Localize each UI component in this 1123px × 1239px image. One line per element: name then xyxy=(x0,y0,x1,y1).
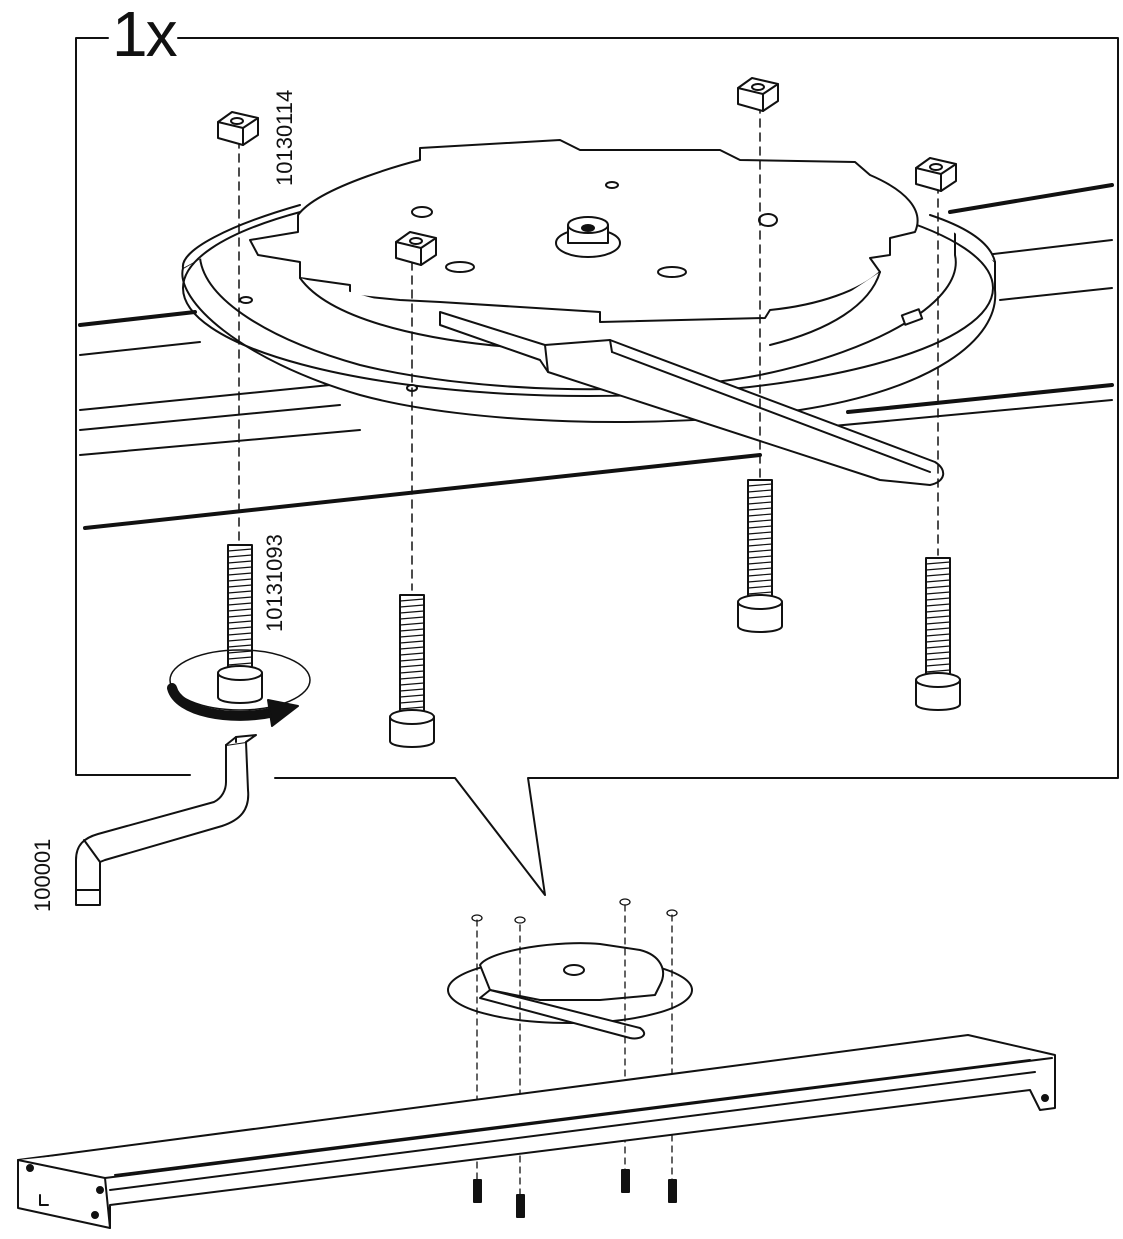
part-number-allen-key: 100001 xyxy=(30,838,55,912)
overview-screws xyxy=(473,1169,677,1218)
lever-bar xyxy=(439,311,945,486)
screw xyxy=(915,557,961,711)
quantity-label: 1x xyxy=(112,0,178,70)
part-number-screw: 10131093 xyxy=(262,534,287,632)
square-nut xyxy=(915,157,957,192)
screw xyxy=(389,594,435,748)
square-nut xyxy=(395,231,437,266)
callout-frame xyxy=(75,37,1119,896)
square-nut xyxy=(217,111,259,146)
overview-rail xyxy=(17,1034,1056,1229)
rail-background xyxy=(78,183,1114,530)
guide-lines xyxy=(238,104,939,591)
screw xyxy=(737,479,783,633)
part-number-nut: 10130114 xyxy=(272,89,297,186)
overview-swivel-plate xyxy=(447,942,693,1040)
screw xyxy=(217,544,263,704)
clockwise-arrow-icon xyxy=(167,649,311,727)
square-nut xyxy=(737,77,779,112)
allen-key xyxy=(75,734,257,906)
